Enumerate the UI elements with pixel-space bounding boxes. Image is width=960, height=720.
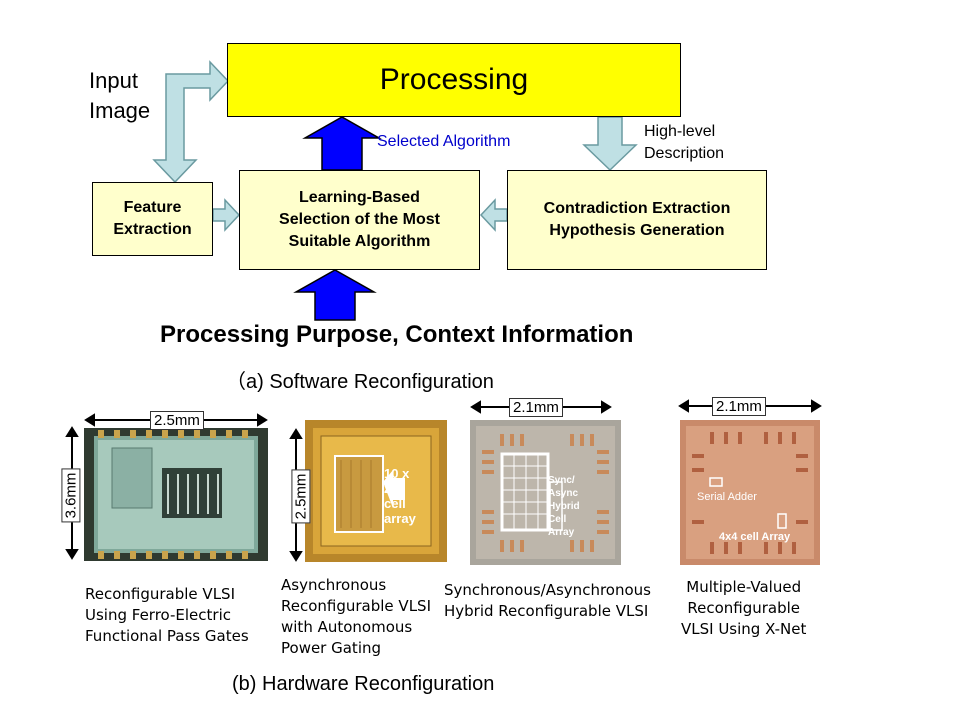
chip3-photo <box>470 420 621 565</box>
chip4-width-label: 2.1mm <box>712 397 766 416</box>
feature-extraction-box: Feature Extraction <box>92 182 213 256</box>
learning-selection-label: Learning-Based Selection of the Most Sui… <box>279 189 440 250</box>
chip1-height-label: 3.6mm <box>61 468 81 523</box>
feature-extraction-label: Feature Extraction <box>113 199 192 238</box>
purpose-arrow <box>293 269 377 321</box>
chip1-caption: Reconfigurable VLSI Using Ferro-Electric… <box>85 585 249 645</box>
chip2-height-label: 2.5mm <box>291 469 311 524</box>
chip3-caption: Synchronous/Asynchronous Hybrid Reconfig… <box>444 581 651 620</box>
selected-algorithm-arrow <box>302 116 382 171</box>
selected-algorithm-label: Selected Algorithm <box>377 133 511 150</box>
high-level-description-label: High-level Description <box>644 123 725 162</box>
input-image-label: Input Image <box>89 68 151 123</box>
feature-to-learning-arrow <box>212 198 241 232</box>
chip4-caption: Multiple-Valued Reconfigurable VLSI Usin… <box>681 578 807 638</box>
chip1-width-label: 2.5mm <box>150 411 204 430</box>
processing-label: Processing <box>379 63 529 96</box>
chip4-serial-adder-label: Serial Adder <box>697 491 757 503</box>
chip4-cell-array-label: 4x4 cell Array <box>719 531 791 543</box>
input-image-arrow <box>152 60 230 184</box>
processing-box: Processing <box>227 43 681 117</box>
chip2-dimension-arrows <box>289 428 303 562</box>
contradiction-to-learning-arrow <box>479 198 508 232</box>
chip3-overlay-label: Sync/ Async Hybrid Cell Array <box>548 475 580 538</box>
chip2-overlay-label: 10 x 20 cell array <box>384 466 416 526</box>
learning-selection-box: Learning-Based Selection of the Most Sui… <box>239 170 480 270</box>
hardware-caption: (b) Hardware Reconfiguration <box>232 673 495 695</box>
chip4-photo <box>680 420 820 565</box>
chip2-photo <box>305 420 447 562</box>
chip1-photo <box>84 428 268 561</box>
contradiction-box: Contradiction Extraction Hypothesis Gene… <box>507 170 767 270</box>
software-caption: （a) Software Reconfiguration <box>226 371 494 393</box>
processing-purpose-label: Processing Purpose, Context Information <box>160 321 634 348</box>
chip2-caption: Asynchronous Reconfigurable VLSI with Au… <box>281 576 431 657</box>
processing-to-contradiction-arrow <box>582 116 638 172</box>
contradiction-label: Contradiction Extraction Hypothesis Gene… <box>543 200 731 239</box>
chip3-width-label: 2.1mm <box>509 398 563 417</box>
